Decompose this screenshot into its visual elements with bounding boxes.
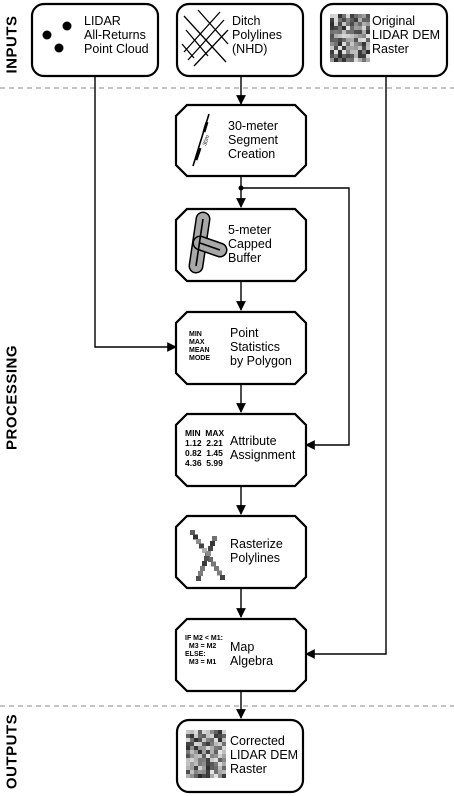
node-segment-label: 30-meter Segment Creation <box>228 119 279 161</box>
map-algebra-code: IF M2 < M1: M3 = M2 ELSE: M3 = M1 <box>185 635 223 666</box>
node-algebra-label: Map Algebra <box>230 640 274 668</box>
node-stats-label: Point Statistics by Polygon <box>230 326 292 368</box>
section-label-outputs: OUTPUTS <box>3 713 21 790</box>
node-rasterize-label: Rasterize Polylines <box>230 537 283 565</box>
connectors <box>94 76 387 719</box>
raster-icon <box>186 730 226 778</box>
section-label-processing: PROCESSING <box>3 344 21 451</box>
node-attr-box <box>174 412 308 488</box>
segment-length-label: 30m <box>202 134 211 146</box>
rasterized-lines-icon <box>190 530 225 581</box>
node-segment-box <box>174 103 308 178</box>
node-algebra-box <box>174 617 308 693</box>
node-rasterize-box <box>174 514 308 590</box>
branch-junction <box>238 185 244 191</box>
point-cloud-icon <box>42 21 72 53</box>
node-dem-label: Original LIDAR DEM Raster <box>372 14 441 56</box>
arrow-lidar-to-stats <box>94 76 177 352</box>
segment-icon: 30m <box>192 113 211 167</box>
attr-value-table: MIN MAX 1.12 2.21 0.82 1.45 4.36 5.99 <box>185 428 225 468</box>
raster-icon <box>330 14 370 62</box>
node-boxes <box>30 2 449 794</box>
buffer-icon <box>188 211 228 274</box>
node-corrected-label: Corrected LIDAR DEM Raster <box>230 734 299 776</box>
stats-metric-list: MIN MAX MEAN MODE <box>189 331 210 362</box>
section-label-inputs: INPUTS <box>3 15 21 74</box>
polylines-icon <box>181 9 229 67</box>
node-buffer-label: 5-meter Capped Buffer <box>228 223 272 265</box>
node-lidar-label: LIDAR All-Returns Point Cloud <box>84 14 149 56</box>
node-ditch-label: Ditch Polylines (NHD) <box>232 14 283 56</box>
arrow-segment-to-attr <box>241 187 350 450</box>
node-attr-label: Attribute Assignment <box>230 434 296 462</box>
arrow-dem-to-algebra <box>305 76 387 659</box>
node-lidar-box <box>30 2 160 78</box>
node-stats-box <box>174 310 308 386</box>
